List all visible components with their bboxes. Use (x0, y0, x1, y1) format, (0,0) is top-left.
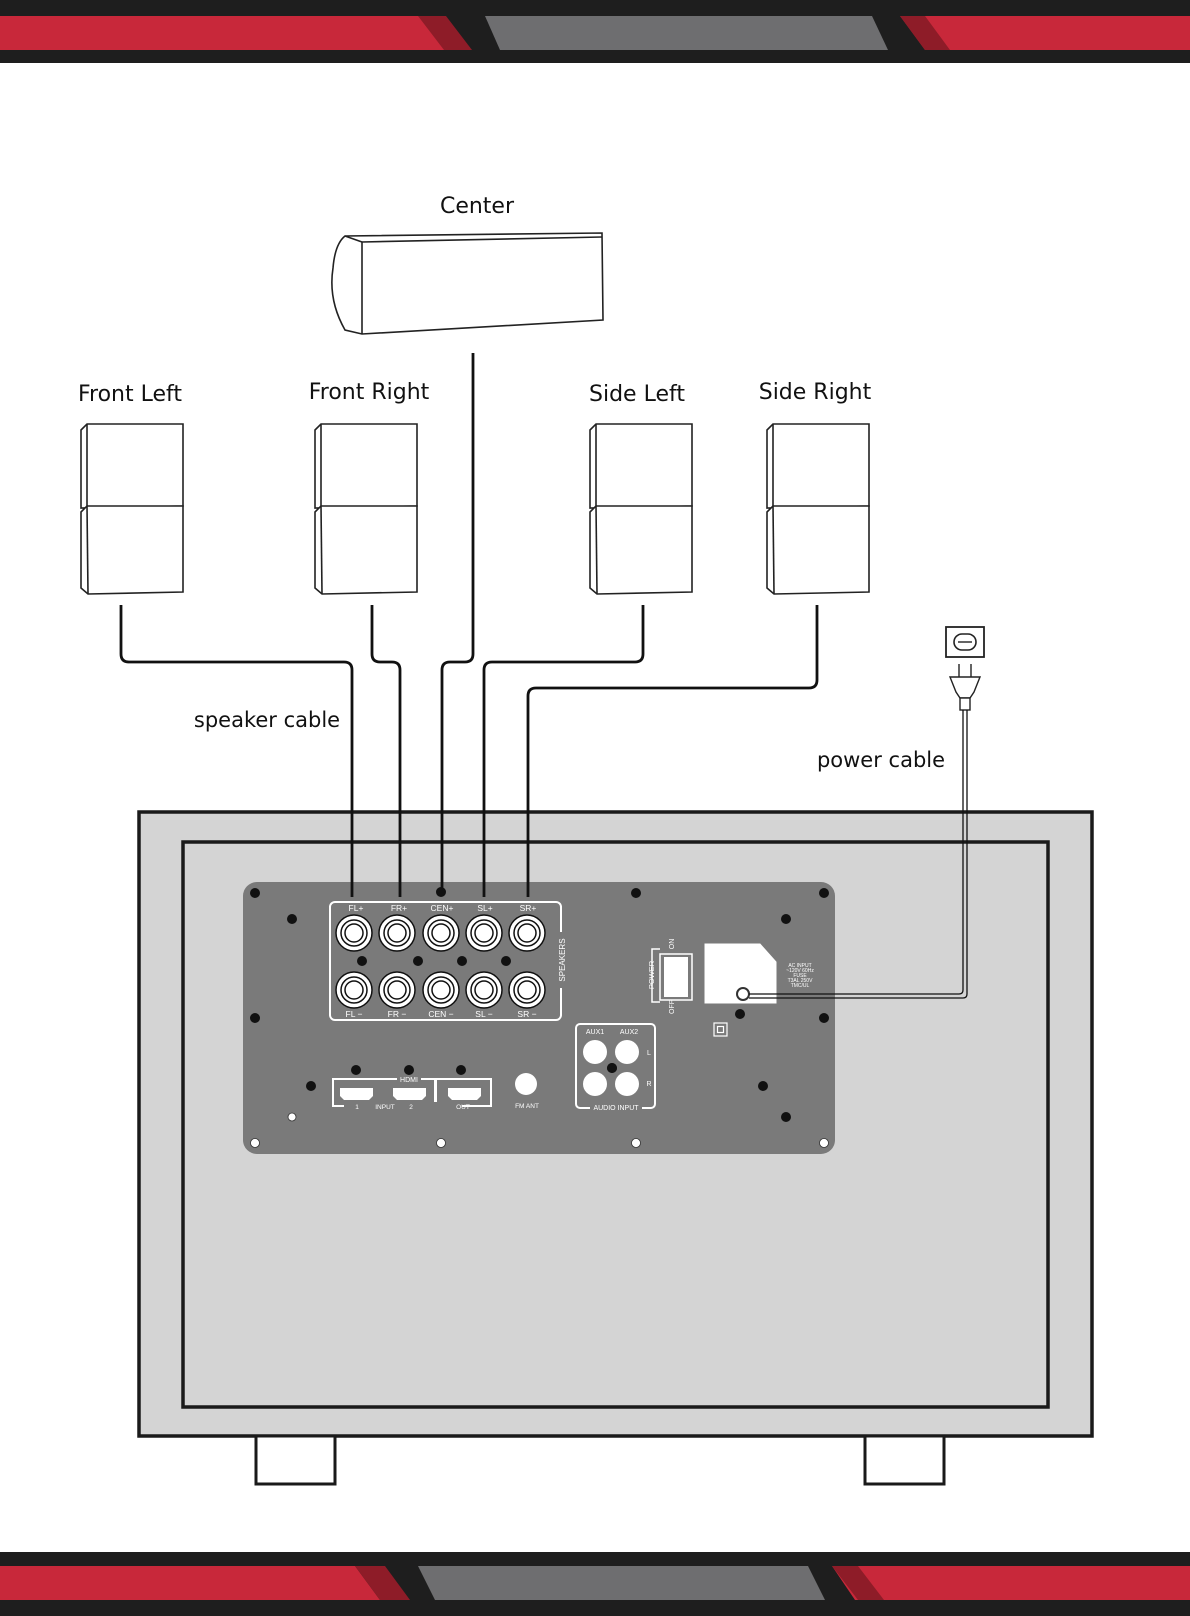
ac-input-line5: TMC/UL (791, 983, 810, 989)
wall-outlet-icon (946, 627, 984, 657)
label-side-right: Side Right (759, 380, 872, 405)
label-center: Center (440, 194, 515, 219)
terminal-label-sl-minus: SL − (475, 1009, 492, 1019)
hdmi-input-2-label: 2 (409, 1104, 413, 1111)
terminal-fr-minus (379, 972, 415, 1008)
power-label: POWER (647, 960, 656, 989)
terminal-label-fl-plus: FL+ (349, 903, 364, 913)
hdmi-out-label: OUT (456, 1104, 470, 1111)
power-plug-icon (950, 664, 980, 710)
label-side-left: Side Left (589, 382, 685, 407)
side-left-speaker (590, 424, 692, 594)
cable-center (442, 353, 473, 888)
hdmi-port-1 (340, 1088, 373, 1100)
aux2-r-jack (615, 1072, 639, 1096)
terminal-sr-minus (509, 972, 545, 1008)
cabinet-foot-left (256, 1436, 335, 1484)
l-label: L (647, 1050, 651, 1057)
terminal-label-sl-plus: SL+ (477, 903, 492, 913)
center-speaker (332, 233, 603, 334)
hdmi-label: HDMI (400, 1077, 418, 1084)
aux1-label: AUX1 (586, 1029, 604, 1036)
fm-antenna-jack (515, 1073, 537, 1095)
r-label: R (646, 1081, 651, 1088)
ac-inlet (737, 988, 749, 1000)
terminal-fl-minus (336, 972, 372, 1008)
terminal-sl-plus (466, 915, 502, 951)
label-front-right: Front Right (309, 380, 430, 405)
aux2-l-jack (615, 1040, 639, 1064)
off-label: OFF (669, 1000, 676, 1014)
terminal-label-fl-minus: FL − (346, 1009, 363, 1019)
hdmi-input-1-label: 1 (355, 1104, 359, 1111)
aux1-l-jack (583, 1040, 607, 1064)
aux1-r-jack (583, 1072, 607, 1096)
front-right-speaker (315, 424, 417, 594)
front-left-speaker (81, 424, 183, 594)
terminal-label-cen-plus: CEN+ (431, 903, 454, 913)
side-right-speaker (767, 424, 869, 594)
power-cable-label: power cable (817, 748, 945, 772)
terminal-label-sr-plus: SR+ (520, 903, 537, 913)
speakers-label: SPEAKERS (558, 938, 567, 981)
bottom-band (0, 1552, 1190, 1616)
terminal-label-sr-minus: SR − (517, 1009, 536, 1019)
aux2-label: AUX2 (620, 1029, 638, 1036)
audio-input-label: AUDIO INPUT (593, 1105, 639, 1112)
hdmi-port-2 (393, 1088, 426, 1100)
terminal-sl-minus (466, 972, 502, 1008)
terminal-fl-plus (336, 915, 372, 951)
terminal-sr-plus (509, 915, 545, 951)
terminal-label-cen-minus: CEN − (428, 1009, 453, 1019)
label-front-left: Front Left (78, 382, 182, 407)
rear-panel: SPEAKERS FL+ FR+ CEN+ SL+ SR+ FL − FR − … (243, 882, 835, 1154)
cabinet-foot-right (865, 1436, 944, 1484)
terminal-cen-minus (423, 972, 459, 1008)
fm-ant-label: FM ANT (515, 1103, 539, 1110)
on-label: ON (669, 939, 676, 950)
hdmi-port-out (448, 1088, 481, 1100)
hdmi-input-label: INPUT (375, 1104, 395, 1111)
terminal-label-fr-plus: FR+ (391, 903, 407, 913)
speaker-cable-label: speaker cable (194, 708, 340, 732)
terminal-cen-plus (423, 915, 459, 951)
terminal-label-fr-minus: FR − (388, 1009, 407, 1019)
terminal-fr-plus (379, 915, 415, 951)
top-band (0, 0, 1190, 63)
